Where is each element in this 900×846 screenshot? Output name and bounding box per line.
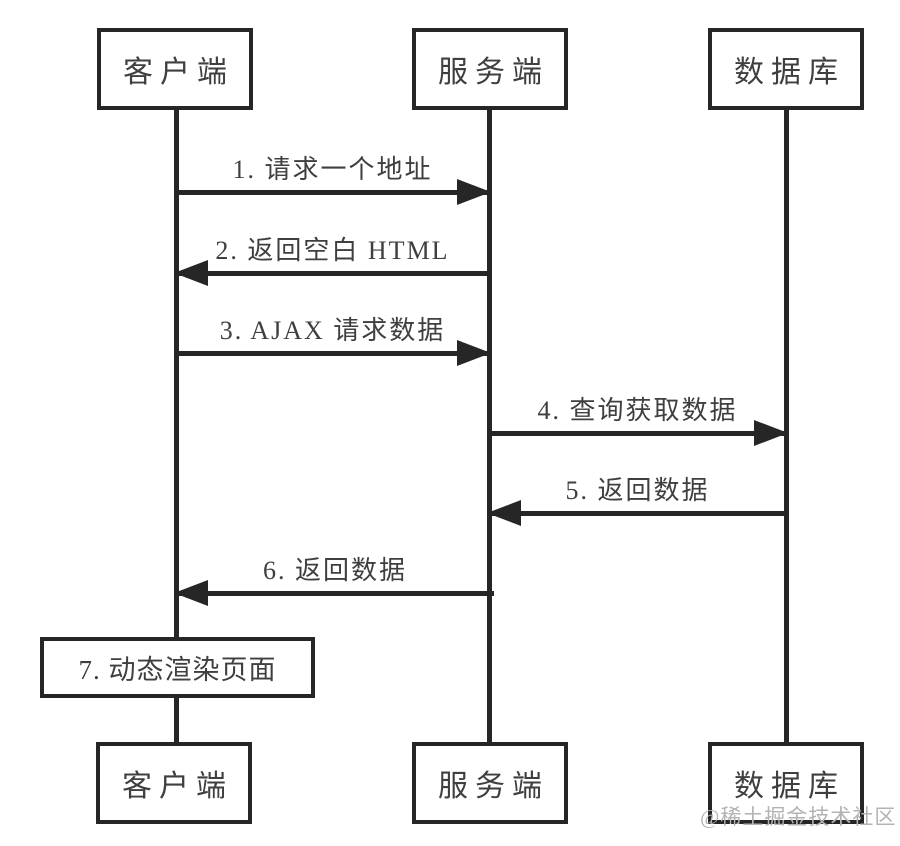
actor-label-database-top: 数据库	[734, 56, 845, 89]
message-3-label: 3. AJAX 请求数据	[219, 316, 446, 345]
actor-label-client-top: 客户端	[123, 56, 234, 89]
message-5-line	[489, 511, 786, 516]
message-3-line	[176, 351, 489, 356]
actor-box-client-top: 客户端	[97, 28, 253, 110]
arrowhead-right-icon	[457, 340, 491, 366]
actor-box-server-bottom: 服务端	[412, 742, 568, 824]
actor-label-server-top: 服务端	[438, 56, 549, 89]
lifeline-server	[487, 110, 492, 742]
message-6: 6. 返回数据	[174, 556, 494, 606]
message-3: 3. AJAX 请求数据	[176, 316, 491, 366]
actor-box-client-bottom: 客户端	[96, 742, 252, 824]
message-2-label: 2. 返回空白 HTML	[215, 236, 450, 265]
message-2: 2. 返回空白 HTML	[174, 236, 489, 286]
message-2-line	[176, 271, 489, 276]
actor-label-client-bottom: 客户端	[122, 770, 233, 803]
message-4-line	[489, 431, 786, 436]
arrowhead-left-icon	[174, 580, 208, 606]
message-1-label: 1. 请求一个地址	[232, 155, 433, 184]
arrowhead-right-icon	[457, 179, 491, 205]
message-5-label: 5. 返回数据	[565, 476, 710, 505]
actor-label-server-bottom: 服务端	[438, 770, 549, 803]
arrowhead-left-icon	[174, 260, 208, 286]
arrowhead-left-icon	[487, 500, 521, 526]
watermark: @稀土掘金技术社区	[700, 805, 897, 829]
action-box-step7-label: 7. 动态渲染页面	[78, 655, 277, 685]
actor-label-database-bottom: 数据库	[734, 770, 845, 803]
message-4-label: 4. 查询获取数据	[537, 396, 738, 425]
actor-box-server-top: 服务端	[412, 28, 568, 110]
actor-box-database-top: 数据库	[708, 28, 864, 110]
message-4: 4. 查询获取数据	[489, 396, 788, 446]
message-5: 5. 返回数据	[487, 476, 786, 526]
arrowhead-right-icon	[754, 420, 788, 446]
message-6-line	[176, 591, 494, 596]
message-1: 1. 请求一个地址	[176, 155, 491, 205]
lifeline-client	[174, 110, 179, 742]
actor-box-database-bottom: 数据库	[708, 742, 864, 824]
action-box-step7: 7. 动态渲染页面	[40, 637, 315, 698]
message-6-label: 6. 返回数据	[262, 556, 407, 585]
message-1-line	[176, 190, 489, 195]
